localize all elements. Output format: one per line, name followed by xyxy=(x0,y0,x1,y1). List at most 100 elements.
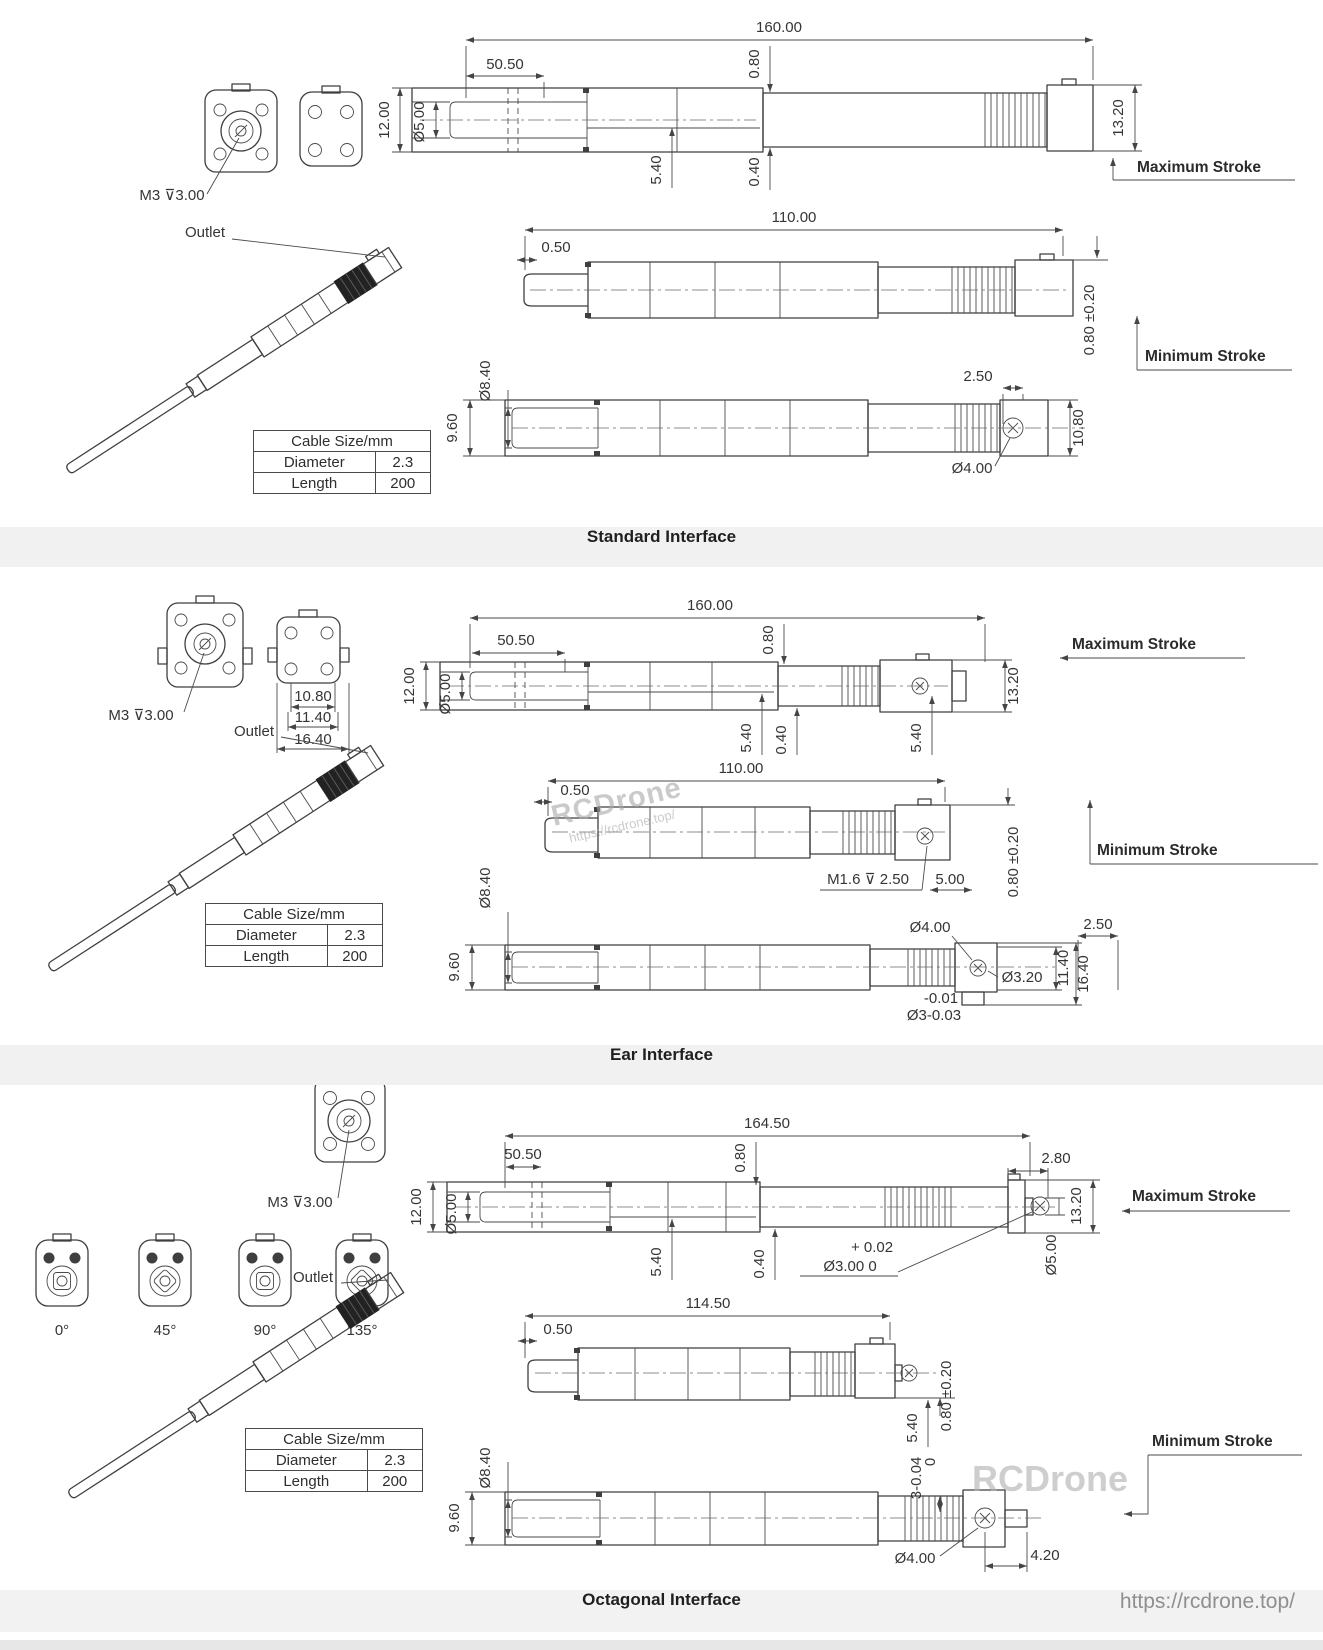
ear-iso-view: Outlet xyxy=(40,723,385,980)
dim-label: Ø5.00 xyxy=(437,674,454,715)
ear-end-views: M3 ⊽3.00 10.80 11.40 16.40 xyxy=(108,595,350,753)
dim-label: 10.80 xyxy=(294,688,332,705)
thread-callout: M3 ⊽3.00 xyxy=(267,1194,332,1211)
standard-max-stroke-view: 160.00 50.50 0.80 0.40 5.40 12.00 Ø5.00 … xyxy=(376,19,1295,190)
ear-min-stroke-view: 110.00 0.50 M1.6 ⊽ 2.50 5.00 0.80 ±0.20 … xyxy=(534,760,1318,897)
section-title: Standard Interface xyxy=(586,527,737,546)
dim-label: 11.40 xyxy=(1055,950,1072,986)
cable-table-header: Cable Size/mm xyxy=(205,903,383,925)
octagonal-max-stroke-view: 164.50 50.50 0.80 12.00 Ø5.00 5.40 0.40 … xyxy=(408,1115,1290,1280)
standard-iso-view: Outlet xyxy=(58,224,403,482)
dim-label: Ø5.00 xyxy=(443,1194,460,1235)
cable-table-header: Cable Size/mm xyxy=(245,1428,423,1450)
ear-section: M3 ⊽3.00 10.80 11.40 16.40 Outlet 160.00 xyxy=(40,595,1318,1024)
octagonal-angle-views: 0° 45° 90° xyxy=(35,1233,389,1339)
cable-row-value: 2.3 xyxy=(326,924,384,946)
dim-label: 110.00 xyxy=(772,209,817,226)
cable-row-value: 200 xyxy=(326,945,384,967)
tolerance-label: 3-0.04 xyxy=(908,1457,925,1500)
dim-label: 0.80 ±0.20 xyxy=(1081,285,1098,356)
dim-label: 0.80 ±0.20 xyxy=(1005,827,1022,898)
cable-row-value: 200 xyxy=(366,1470,424,1492)
dim-label: 110.00 xyxy=(719,760,764,777)
dim-label: 5.40 xyxy=(904,1413,921,1442)
screw-hole xyxy=(969,959,987,977)
octagonal-iso-view: Outlet xyxy=(60,1267,405,1507)
dim-label: 10.80 xyxy=(1070,409,1087,447)
min-stroke-label: Minimum Stroke xyxy=(1097,842,1218,859)
cable-size-table: Cable Size/mm Diameter 2.3 Length 200 xyxy=(245,1428,424,1492)
dim-label: 2.50 xyxy=(1083,916,1112,933)
cable-row-value: 200 xyxy=(374,472,432,494)
max-stroke-label: Maximum Stroke xyxy=(1072,636,1196,653)
thread-callout: M3 ⊽3.00 xyxy=(139,187,204,204)
dim-label: 160.00 xyxy=(756,19,802,36)
dim-label: 2.50 xyxy=(963,368,992,385)
angle-view-0: 0° xyxy=(35,1233,89,1339)
dim-label: Ø4.00 xyxy=(910,919,951,936)
dim-label: 0.80 xyxy=(760,625,777,654)
octagonal-section-band: Octagonal Interface https://rcdrone.top/ xyxy=(0,1590,1323,1632)
tolerance-label: + 0.02 xyxy=(851,1239,893,1256)
dim-label: 16.40 xyxy=(294,731,332,748)
dim-label: 164.50 xyxy=(744,1115,790,1132)
octagonal-side-view: Ø8.40 9.60 0 3-0.04 Ø4.00 4.20 xyxy=(446,1448,1060,1572)
dim-label: Ø3.20 xyxy=(1002,969,1043,986)
cable-row-value: 2.3 xyxy=(374,451,432,473)
dim-label: 0.40 xyxy=(751,1249,768,1278)
angle-view-45: 45° xyxy=(138,1233,192,1339)
max-stroke-label: Maximum Stroke xyxy=(1137,159,1261,176)
dim-label: 114.50 xyxy=(686,1295,731,1312)
dim-label: 4.20 xyxy=(1030,1547,1059,1564)
octagonal-min-stroke-view: 114.50 0.50 0.80 ±0.20 5.40 Minimum Stro… xyxy=(518,1295,1302,1517)
section-title: Ear Interface xyxy=(610,1045,713,1064)
octagonal-end-view: M3 ⊽3.00 xyxy=(267,1070,386,1211)
dim-label: Ø4.00 xyxy=(895,1550,936,1567)
dim-label: 0.80 ±0.20 xyxy=(938,1361,955,1432)
dim-label: 9.60 xyxy=(444,413,461,442)
thread-callout: M3 ⊽3.00 xyxy=(108,707,173,724)
cable-row-label: Diameter xyxy=(205,924,328,946)
dim-label: 5.00 xyxy=(935,871,964,888)
cable-size-table: Cable Size/mm Diameter 2.3 Length 200 xyxy=(205,903,384,967)
dim-label: Ø8.40 xyxy=(477,361,494,402)
dim-label: 0.50 xyxy=(560,782,589,799)
standard-side-view: Ø8.40 9.60 2.50 10.80 Ø4.00 xyxy=(444,361,1087,477)
tolerance-label: Ø3-0.03 xyxy=(907,1007,961,1024)
dim-label: 5.40 xyxy=(738,723,755,752)
dim-label: 12.00 xyxy=(376,101,393,139)
min-stroke-label: Minimum Stroke xyxy=(1145,348,1266,365)
dim-label: 13.20 xyxy=(1005,667,1022,705)
dim-label: 16.40 xyxy=(1075,955,1092,993)
ear-section-band: Ear Interface xyxy=(0,1045,1323,1085)
angle-label: 90° xyxy=(254,1322,277,1339)
cable-row-label: Length xyxy=(245,1470,368,1492)
screw-hole xyxy=(1030,1196,1050,1216)
cable-row-label: Length xyxy=(205,945,328,967)
dim-label: 160.00 xyxy=(687,597,733,614)
dim-label: 13.20 xyxy=(1068,1187,1085,1225)
standard-min-stroke-view: 110.00 0.50 0.80 ±0.20 Minimum Stroke xyxy=(517,209,1292,371)
standard-end-views: M3 ⊽3.00 xyxy=(139,83,363,204)
dim-label: 50.50 xyxy=(486,56,524,73)
ear-side-view: Ø8.40 9.60 Ø4.00 2.50 Ø3.20 11.40 16.40 … xyxy=(446,868,1119,1024)
cable-row-label: Diameter xyxy=(253,451,376,473)
bottom-strip xyxy=(0,1640,1323,1650)
max-stroke-label: Maximum Stroke xyxy=(1132,1188,1256,1205)
dim-label: 5.40 xyxy=(648,1247,665,1276)
dim-label: 0.50 xyxy=(543,1321,572,1338)
dim-label: Ø8.40 xyxy=(477,1448,494,1489)
dim-label: 50.50 xyxy=(504,1146,542,1163)
screw-hole xyxy=(916,827,934,845)
octagonal-section: M3 ⊽3.00 0° 45° xyxy=(35,1070,1302,1572)
dim-label: 2.80 xyxy=(1041,1150,1070,1167)
ear-max-stroke-view: 160.00 50.50 0.80 12.00 Ø5.00 5.40 0.40 … xyxy=(401,597,1245,755)
cable-row-label: Length xyxy=(253,472,376,494)
dim-label: 11.40 xyxy=(295,709,331,726)
dim-label: 12.00 xyxy=(408,1188,425,1226)
tolerance-label: -0.01 xyxy=(924,990,958,1007)
dim-label: 5.40 xyxy=(908,723,925,752)
dim-label: 50.50 xyxy=(497,632,535,649)
dim-label: 0.40 xyxy=(773,725,790,754)
